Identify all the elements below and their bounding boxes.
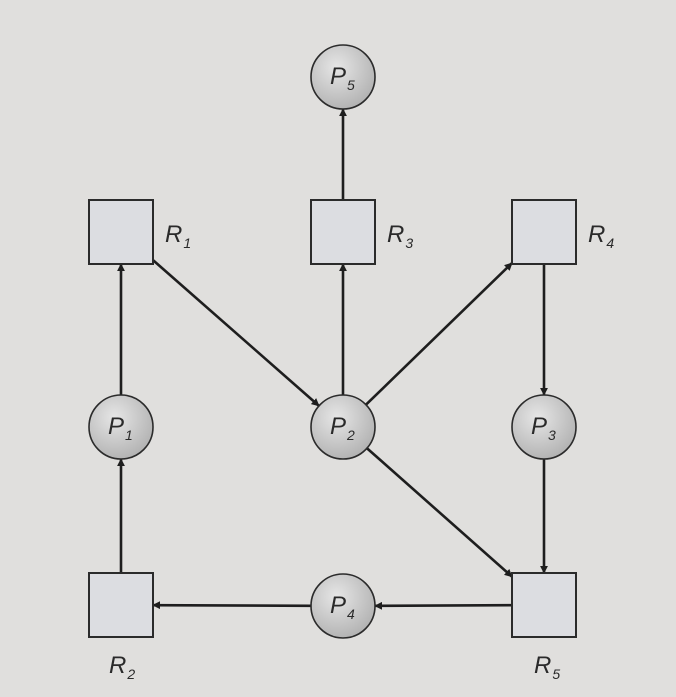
resource-r3: R3 — [310, 199, 413, 265]
resource-r1: R1 — [88, 199, 191, 265]
process-p3: P3 — [511, 394, 577, 460]
resource-label: R4 — [588, 221, 614, 251]
resource-label: R1 — [165, 221, 191, 251]
resource-box — [310, 199, 376, 265]
process-p5: P5 — [310, 44, 376, 110]
process-circle — [511, 394, 577, 460]
edges-layer — [117, 108, 548, 610]
resource-label: R2 — [109, 652, 135, 682]
process-circle — [310, 573, 376, 639]
edge-r5-to-p4 — [374, 601, 513, 610]
resource-box — [88, 199, 154, 265]
process-p1: P1 — [88, 394, 154, 460]
resource-label: R5 — [534, 652, 560, 682]
resource-box — [511, 572, 577, 638]
process-label: P5 — [330, 63, 355, 93]
resource-r2: R2 — [88, 572, 154, 682]
process-label: P1 — [108, 413, 133, 443]
process-label: P4 — [330, 592, 355, 622]
resource-r5: R5 — [511, 572, 577, 682]
resource-label: R3 — [387, 221, 413, 251]
resource-r4: R4 — [511, 199, 614, 265]
process-circle — [310, 44, 376, 110]
edge-r1-to-p2 — [152, 259, 320, 407]
process-p2: P2 — [310, 394, 376, 460]
edge-p2-to-r4 — [365, 262, 513, 406]
process-label: P2 — [330, 413, 355, 443]
edge-p2-to-r5 — [366, 447, 513, 578]
process-label: P3 — [531, 413, 556, 443]
process-p4: P4 — [310, 573, 376, 639]
resource-box — [88, 572, 154, 638]
resource-box — [511, 199, 577, 265]
edge-p4-to-r2 — [152, 601, 312, 610]
process-circle — [310, 394, 376, 460]
process-circle — [88, 394, 154, 460]
